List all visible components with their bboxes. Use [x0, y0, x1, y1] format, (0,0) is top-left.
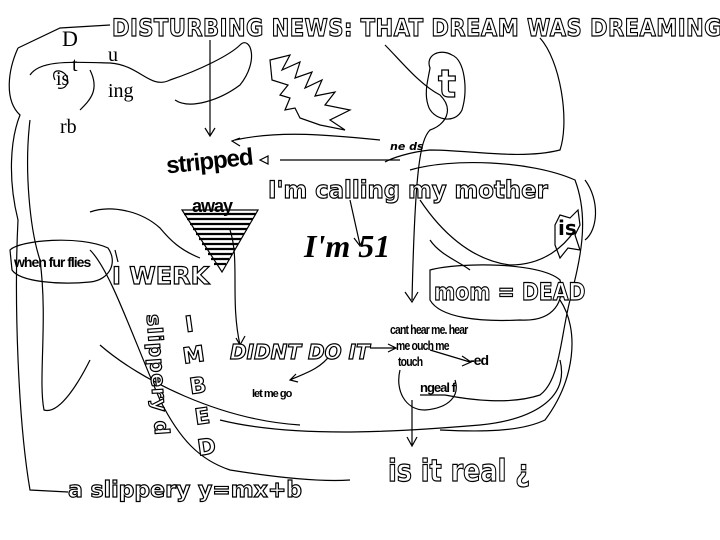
is-badge: [554, 208, 581, 260]
mom-dead-bubble: [429, 264, 562, 322]
cant-hear-line-3: touch: [398, 354, 423, 369]
word-ing: ing: [108, 80, 134, 102]
word-is: is: [56, 68, 70, 90]
stripe-triangle: [180, 209, 260, 274]
ngeal-loop: [398, 369, 457, 411]
left-loop-line: [8, 24, 111, 493]
letmego-arrow: [288, 354, 331, 383]
word-u: u: [108, 44, 118, 66]
im51-arrow: [349, 199, 365, 248]
bottom-line: [99, 344, 301, 426]
needs-lines: [230, 133, 400, 165]
headline-curve-left: [29, 42, 253, 105]
is-badge-label: is: [558, 216, 577, 240]
fur-to-werk: [89, 249, 351, 482]
word-d: D: [62, 26, 78, 51]
t-bubble: [425, 51, 466, 120]
cup-inner: [419, 199, 576, 271]
away-line: [229, 229, 246, 346]
let-me-go: let me go: [252, 388, 292, 400]
rb-swirl: [53, 69, 95, 111]
ngeal-f: ngeal f: [420, 380, 456, 395]
didnt-do-it: DIDNT DO IT: [229, 339, 370, 364]
left-side-line: [27, 119, 91, 411]
cant-hear-line-1: cant hear me. hear: [390, 322, 468, 337]
jagged-burst: [269, 54, 352, 131]
right-curve: [384, 37, 565, 163]
headline: DISTURBING NEWS: THAT DREAM WAS DREAMING: [111, 13, 720, 42]
slippery-equation: a slippery y=mx+b: [67, 477, 303, 503]
word-t: t: [72, 54, 78, 76]
calling-label: I'm calling my mother: [267, 175, 548, 204]
bottom-loop: [219, 359, 563, 433]
triangle-stripes: [184, 212, 256, 266]
away-label: away: [192, 196, 233, 216]
cant-hear-line-2: me ouch me: [396, 338, 449, 353]
didnt-arrow: [370, 343, 398, 353]
big-t: t: [437, 61, 457, 106]
word-rb: rb: [60, 116, 77, 138]
top-right-line: [584, 179, 597, 241]
needs-label: ne ds: [390, 140, 424, 153]
ed-arrow: [429, 349, 473, 367]
dream-swirl: [384, 44, 448, 304]
fur-bubble: [9, 239, 113, 284]
ed-label: -ed: [470, 352, 489, 368]
is-it-real: is it real ¿: [387, 453, 531, 489]
isitreal-arrow: [406, 400, 418, 448]
mom-dead: mom = DEAD: [433, 277, 586, 306]
arrow-stripped: [204, 40, 216, 138]
cup-outline: [409, 162, 584, 402]
i-werk: I WERK: [111, 261, 210, 290]
bottom-curve-right: [439, 299, 573, 432]
werk-line: [89, 208, 201, 263]
when-fur-flies: when fur flies: [14, 254, 91, 270]
im-51: I'm 51: [304, 228, 391, 264]
